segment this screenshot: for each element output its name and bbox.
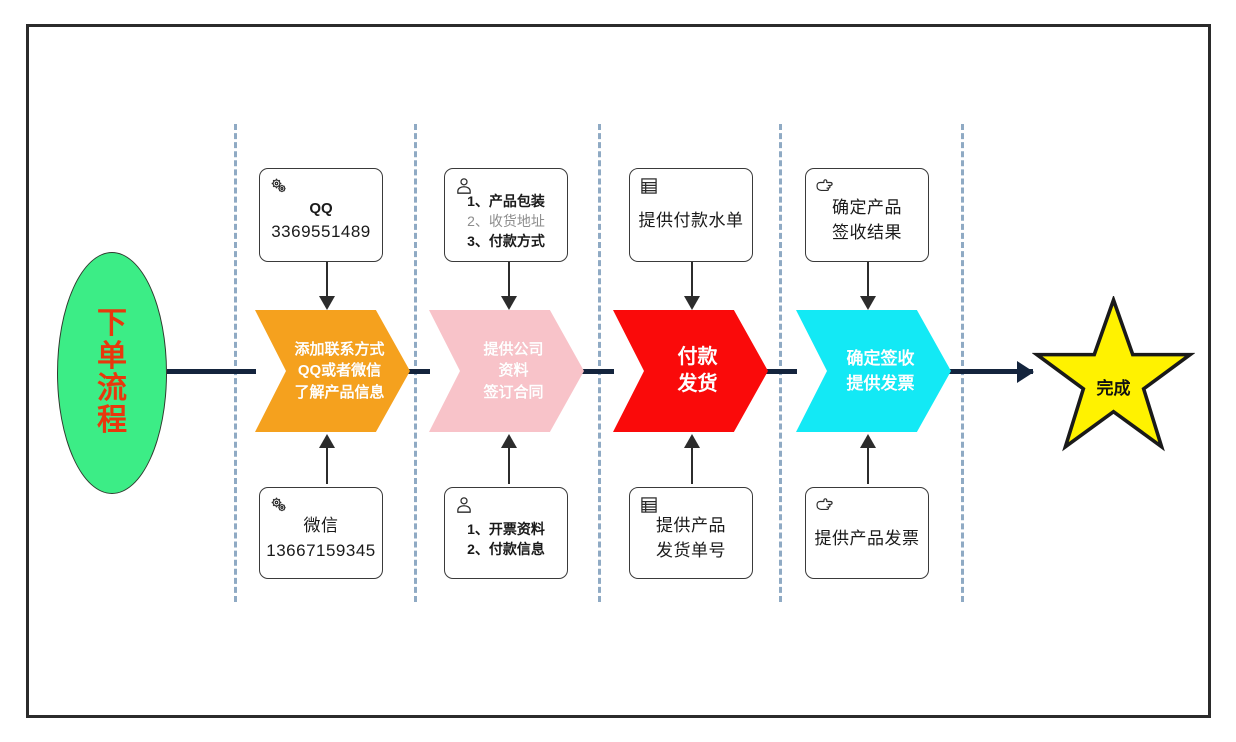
connector-arrowhead — [684, 296, 700, 310]
note-stage-3-bottom[interactable]: 提供产品 发货单号 — [629, 487, 753, 579]
phase-divider-4 — [779, 124, 782, 602]
stage-4-chevron[interactable]: 确定签收 提供发票 — [796, 310, 951, 432]
note-line: 3369551489 — [271, 221, 371, 241]
phase-divider-2 — [414, 124, 417, 602]
connector-line — [508, 438, 511, 484]
stage-2-chevron-label: 提供公司 资料 签订合同 — [483, 341, 544, 401]
user-icon — [454, 495, 474, 515]
note-stage-1-bottom[interactable]: 微信 13667159345 — [259, 487, 383, 579]
note-line: 2、收货地址 — [467, 212, 545, 229]
connector-line — [867, 262, 870, 304]
stage-3-chevron-label: 付款 发货 — [677, 346, 718, 395]
gears-icon — [269, 176, 289, 196]
note-line: 确定产品 — [832, 198, 902, 218]
connector-arrowhead — [319, 296, 335, 310]
star-icon — [1032, 296, 1195, 452]
note-stage-4-top[interactable]: 确定产品 签收结果 — [805, 168, 929, 262]
note-line: 2、付款信息 — [467, 541, 545, 557]
note-line: 提供付款水单 — [638, 210, 744, 230]
spine-segment-0 — [167, 369, 256, 374]
start-node-label: 下单流程 — [97, 307, 127, 438]
note-line: 1、产品包装 — [467, 192, 545, 209]
connector-line — [326, 438, 329, 484]
note-stage-1-top[interactable]: QQ 3369551489 — [259, 168, 383, 262]
note-body: 确定产品 签收结果 — [813, 189, 921, 253]
connector-line — [867, 438, 870, 484]
spine-segment-2 — [562, 369, 614, 374]
stage-2-chevron[interactable]: 提供公司 资料 签订合同 — [429, 310, 584, 432]
phase-divider-1 — [234, 124, 237, 602]
connector-arrowhead — [501, 434, 517, 448]
note-line: 发货单号 — [656, 541, 726, 560]
connector-line — [508, 262, 511, 304]
connector-line — [691, 438, 694, 484]
stage-1-chevron-label: 添加联系方式 QQ或者微信 了解产品信息 — [294, 341, 385, 401]
connector-line — [691, 262, 694, 304]
note-body: 1、产品包装 2、收货地址 3、付款方式 — [452, 189, 560, 253]
user-icon — [454, 176, 474, 196]
pointing-hand-icon — [815, 495, 835, 515]
finish-node[interactable]: 完成 — [1032, 296, 1195, 454]
note-stage-4-bottom[interactable]: 提供产品发票 — [805, 487, 929, 579]
note-body: 微信 13667159345 — [266, 508, 376, 570]
start-node[interactable]: 下单流程 — [57, 252, 167, 494]
stage-4-chevron-label: 确定签收 提供发票 — [846, 348, 915, 394]
note-stage-2-bottom[interactable]: 1、开票资料 2、付款信息 — [444, 487, 568, 579]
note-body: QQ 3369551489 — [267, 189, 375, 253]
note-body: 提供付款水单 — [637, 189, 745, 253]
note-line: 3、付款方式 — [467, 233, 545, 250]
note-line: 提供产品 — [656, 516, 726, 536]
pointing-hand-icon — [815, 176, 835, 196]
spine-arrowhead — [1017, 361, 1034, 383]
connector-line — [326, 262, 329, 304]
note-body: 1、开票资料 2、付款信息 — [452, 508, 560, 570]
connector-arrowhead — [860, 434, 876, 448]
note-line: 13667159345 — [266, 541, 376, 560]
phase-divider-5 — [961, 124, 964, 602]
connector-arrowhead — [319, 434, 335, 448]
connector-arrowhead — [684, 434, 700, 448]
document-list-icon — [639, 176, 659, 196]
note-body: 提供产品 发货单号 — [637, 508, 745, 570]
note-line: QQ — [309, 199, 333, 217]
note-line: 提供产品发票 — [814, 528, 920, 548]
gears-icon — [269, 495, 289, 515]
spine-segment-4 — [928, 369, 1033, 374]
connector-arrowhead — [860, 296, 876, 310]
note-stage-2-top[interactable]: 1、产品包装 2、收货地址 3、付款方式 — [444, 168, 568, 262]
note-line: 微信 — [303, 516, 339, 536]
connector-arrowhead — [501, 296, 517, 310]
spine-segment-3 — [745, 369, 797, 374]
note-line: 签收结果 — [832, 223, 902, 242]
finish-node-label: 完成 — [1096, 379, 1131, 398]
note-line: 1、开票资料 — [467, 520, 545, 537]
note-stage-3-top[interactable]: 提供付款水单 — [629, 168, 753, 262]
document-list-icon — [639, 495, 659, 515]
phase-divider-3 — [598, 124, 601, 602]
note-body: 提供产品发票 — [813, 508, 921, 570]
